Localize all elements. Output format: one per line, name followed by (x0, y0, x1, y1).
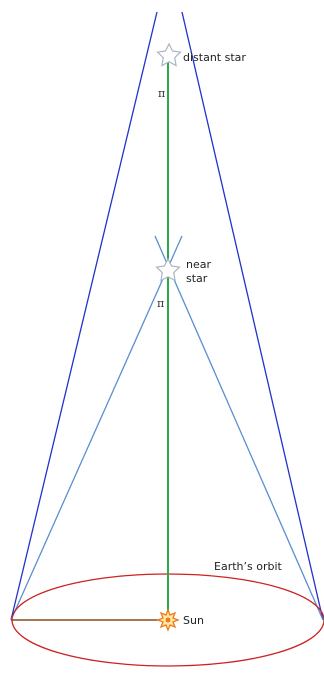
sun-icon (158, 610, 178, 630)
sun-label: Sun (183, 614, 204, 627)
near-star-label-line2: star (186, 272, 208, 285)
near-sightline-left (11, 236, 182, 620)
distant-star-icon (158, 44, 181, 66)
parallax-angle-near: π (157, 297, 164, 310)
earth-orbit-label: Earth’s orbit (214, 560, 283, 573)
distant-star-label: distant star (183, 51, 246, 64)
parallax-angle-distant: π (158, 87, 165, 100)
near-star-label-line1: near (186, 258, 211, 271)
distant-sightline-left (11, 12, 157, 620)
near-star-icon (157, 259, 180, 281)
distant-sightline-right (182, 12, 323, 620)
